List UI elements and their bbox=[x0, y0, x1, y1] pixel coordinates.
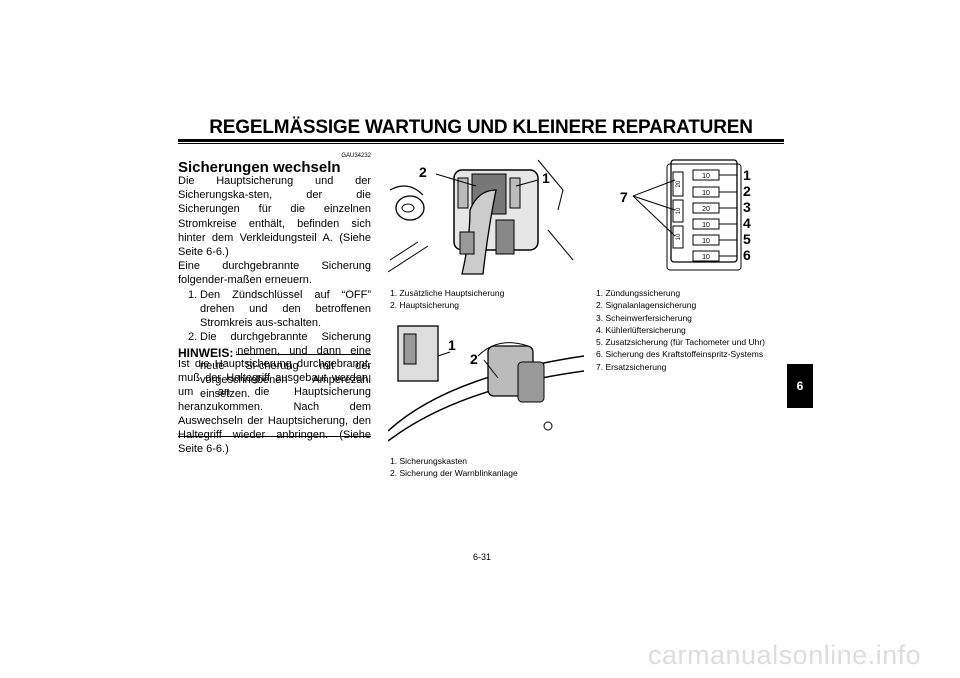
callout-1: 1 bbox=[448, 337, 456, 353]
caption-item: 1. Zündungssicherung bbox=[596, 288, 681, 298]
figure1-captions: 1. Zusätzliche Hauptsicherung 2. Hauptsi… bbox=[390, 287, 504, 312]
callout-2: 2 bbox=[743, 183, 751, 199]
callout-3: 3 bbox=[743, 199, 751, 215]
callout-2: 2 bbox=[470, 351, 478, 367]
callout-2: 2 bbox=[419, 164, 427, 180]
list-item: 2.Die durchgebrannte Sicherung her-ausne… bbox=[188, 331, 371, 401]
caption-item: 7. Ersatzsicherung bbox=[596, 361, 667, 372]
callout-5: 5 bbox=[743, 231, 751, 247]
figure3-captions: 1. Zündungssicherung 2. Signalanlagensic… bbox=[596, 287, 765, 373]
caption-item: 6. Sicherung des Kraftstoffeinspritz-Sys… bbox=[596, 349, 764, 360]
note-header: HINWEIS: bbox=[178, 344, 371, 360]
fuse-rating: 20 bbox=[702, 206, 710, 213]
note-text: Ist die Hauptsicherung durchgebrannt, mu… bbox=[178, 358, 371, 456]
caption-item: 1. Zusätzliche Hauptsicherung bbox=[390, 288, 505, 298]
note-label: HINWEIS: bbox=[178, 346, 237, 360]
note-rule bbox=[178, 354, 371, 355]
header-rule bbox=[178, 139, 784, 142]
caption-item: 2. Sicherung der Warnblinkanlage bbox=[390, 468, 518, 479]
intro-paragraph-2: Eine durchgebrannte Sicherung folgender-… bbox=[178, 260, 371, 287]
section-heading: Sicherungen wechseln bbox=[178, 159, 341, 176]
figure2-captions: 1. Sicherungskasten 2. Sicherung der War… bbox=[390, 455, 518, 480]
caption-item: 5. Zusatzsicherung (für Tachometer und U… bbox=[596, 337, 765, 348]
callout-6: 6 bbox=[743, 247, 751, 263]
fuse-row: 10 10 20 10 10 10 bbox=[692, 169, 720, 262]
callout-1: 1 bbox=[542, 170, 550, 186]
fuse-box-figure: 1 2 bbox=[388, 316, 584, 446]
caption-item: 2. Hauptsicherung bbox=[390, 300, 459, 311]
fuse-rating: 10 bbox=[702, 238, 710, 245]
fuse-rating: 10 bbox=[702, 190, 710, 197]
callout-4: 4 bbox=[743, 215, 751, 231]
spare-rating: 20 bbox=[676, 180, 682, 187]
caption-item: 1. Sicherungskasten bbox=[390, 456, 468, 466]
steps-list: 1.Den Zündschlüssel auf “OFF” drehen und… bbox=[178, 288, 371, 402]
note-end-rule bbox=[178, 436, 371, 437]
list-item: 1.Den Zündschlüssel auf “OFF” drehen und… bbox=[188, 288, 371, 330]
fuse-layout-diagram: 10 10 20 10 10 10 20 10 10 7 1 2 3 4 5 6 bbox=[620, 159, 751, 271]
page-number: 6-31 bbox=[472, 552, 491, 562]
caption-item: 3. Scheinwerfersicherung bbox=[596, 312, 692, 323]
section-code: GAU34232 bbox=[341, 153, 371, 159]
fuse-rating: 10 bbox=[702, 254, 710, 261]
spare-fuses: 20 10 10 bbox=[672, 171, 684, 249]
caption-item: 4. Kühlerlüftersicherung bbox=[596, 324, 686, 335]
spare-rating: 10 bbox=[676, 207, 682, 214]
intro-paragraph: Die Hauptsicherung und der Sicherungska-… bbox=[178, 175, 371, 259]
page-title: REGELMÄSSIGE WARTUNG UND KLEINERE REPARA… bbox=[209, 117, 753, 138]
callout-1: 1 bbox=[743, 167, 751, 183]
watermark: carmanualsonline.info bbox=[648, 640, 922, 670]
header-rule-thin bbox=[178, 143, 784, 144]
chapter-tab: 6 bbox=[787, 364, 813, 408]
callout-7: 7 bbox=[620, 189, 628, 205]
spare-rating: 10 bbox=[676, 233, 682, 240]
fuse-rating: 10 bbox=[702, 222, 710, 229]
fuse-rating: 10 bbox=[702, 173, 710, 180]
caption-item: 2. Signalanlagensicherung bbox=[596, 300, 697, 311]
main-fuse-figure: 2 1 bbox=[388, 150, 584, 275]
section-body: Die Hauptsicherung und der Sicherungska-… bbox=[178, 174, 371, 401]
